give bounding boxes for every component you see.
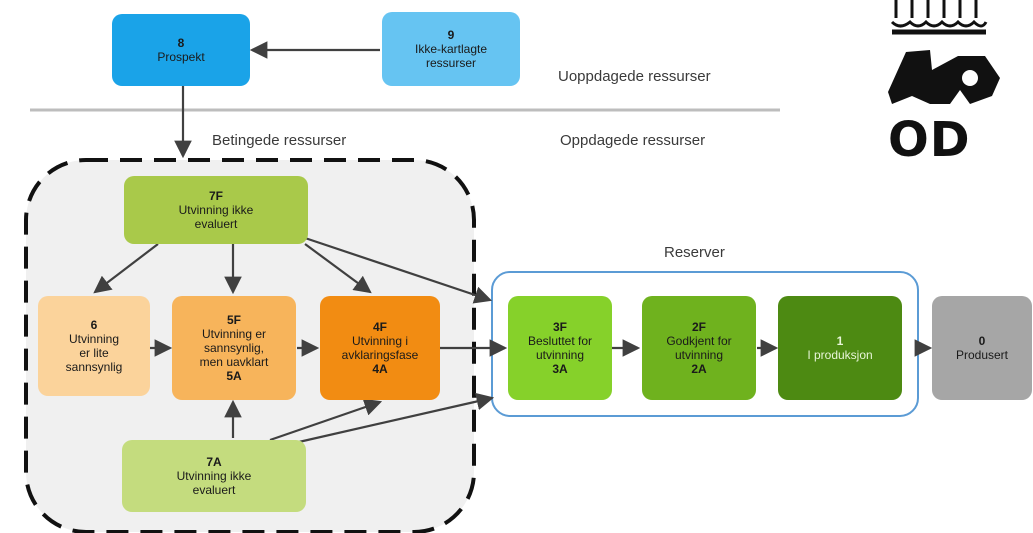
box-4: 4F Utvinning i avklaringsfase 4A: [320, 296, 440, 400]
label-undiscovered: Uoppdagede ressurser: [558, 68, 711, 85]
box-7f: 7F Utvinning ikke evaluert: [124, 176, 308, 244]
label-discovered: Oppdagede ressurser: [560, 132, 706, 149]
box-line: Utvinning i: [351, 334, 409, 348]
arrow-7f-to-6: [93, 243, 159, 294]
arrow-7a-to-4: [269, 398, 383, 442]
box-6: 6 Utvinning er lite sannsynlig: [38, 296, 150, 396]
box-line: ressurser: [425, 56, 476, 70]
box-line: avklaringsfase: [341, 348, 419, 362]
box-line: sannsynlig: [65, 360, 123, 374]
box-0: 0 Produsert: [932, 296, 1032, 400]
box-line: I produksjon: [807, 348, 873, 362]
box-line: Prospekt: [157, 50, 205, 64]
box-line: Besluttet for: [527, 334, 593, 348]
crown-icon: [890, 0, 988, 35]
box-code: 9: [447, 28, 455, 42]
box-line: Utvinning ikke: [176, 469, 252, 483]
arrow-7f-to-4: [304, 243, 372, 294]
box-1: 1 I produksjon: [778, 296, 902, 400]
box-code-secondary: 5A: [226, 369, 242, 383]
box-line: evaluert: [194, 217, 238, 231]
box-7a: 7A Utvinning ikke evaluert: [122, 440, 306, 512]
label-reserves: Reserver: [664, 244, 725, 261]
arrow-7a-to-reserves: [289, 392, 495, 446]
box-5: 5F Utvinning er sannsynlig, men uavklart…: [172, 296, 296, 400]
box-code: 5F: [226, 313, 241, 327]
box-line: Godkjent for: [666, 334, 732, 348]
box-code: 4F: [372, 320, 387, 334]
box-line: Ikke-kartlagte: [414, 42, 488, 56]
box-line: utvinning: [674, 348, 724, 362]
box-2: 2F Godkjent for utvinning 2A: [642, 296, 756, 400]
box-code-secondary: 2A: [691, 362, 707, 376]
box-ikke-kartlagte: 9 Ikke-kartlagte ressurser: [382, 12, 520, 86]
box-line: utvinning: [535, 348, 585, 362]
box-line: Utvinning er: [201, 327, 267, 341]
box-code-secondary: 4A: [372, 362, 388, 376]
box-code: 6: [90, 318, 98, 332]
box-line: Utvinning ikke: [178, 203, 254, 217]
box-line: men uavklart: [199, 355, 269, 369]
box-code: 0: [978, 334, 986, 348]
box-line: sannsynlig,: [203, 341, 265, 355]
arrow-7f-to-reserves: [304, 236, 493, 304]
box-prospekt: 8 Prospekt: [112, 14, 250, 86]
od-logo-text: OD: [888, 112, 971, 168]
box-3: 3F Besluttet for utvinning 3A: [508, 296, 612, 400]
box-code: 3F: [552, 320, 567, 334]
box-code: 1: [836, 334, 844, 348]
box-code: 7A: [206, 455, 222, 469]
box-code-secondary: 3A: [552, 362, 568, 376]
box-code: 7F: [208, 189, 223, 203]
box-line: Utvinning: [68, 332, 120, 346]
box-code: 8: [177, 36, 185, 50]
box-line: Produsert: [955, 348, 1009, 362]
box-line: er lite: [79, 346, 109, 360]
lion-icon: [888, 50, 1000, 104]
box-code: 2F: [691, 320, 706, 334]
label-contingent: Betingede ressurser: [212, 132, 347, 149]
box-line: evaluert: [192, 483, 236, 497]
